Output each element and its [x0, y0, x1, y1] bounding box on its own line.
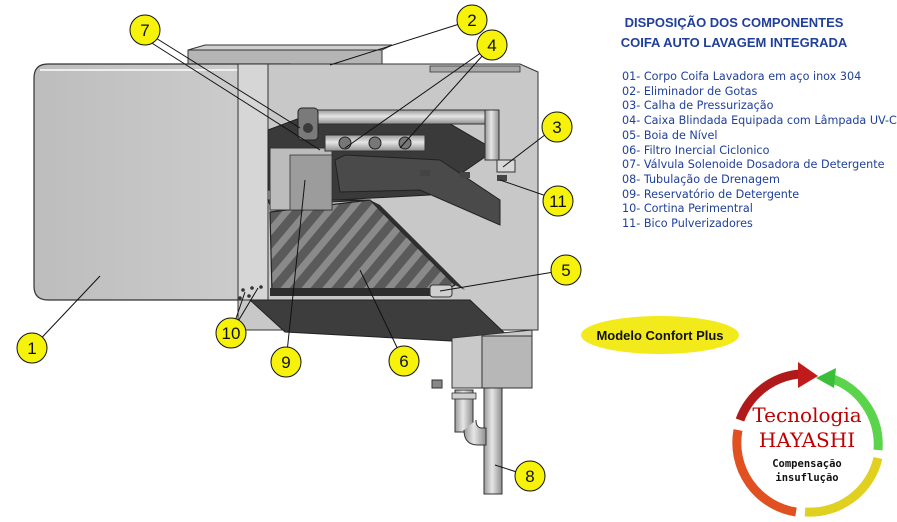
callout-11: 11 — [542, 185, 574, 217]
pressurization-gutter — [496, 159, 516, 173]
spray-nozzles — [420, 170, 507, 181]
callout-6: 6 — [388, 345, 420, 377]
brand-line2: HAYASHI — [758, 428, 856, 452]
svg-text:9: 9 — [281, 353, 290, 372]
svg-text:8: 8 — [525, 467, 534, 486]
callout-1: 1 — [16, 332, 48, 364]
callout-3: 3 — [541, 111, 573, 143]
legend-item: 04- Caixa Blindada Equipada com Lâmpada … — [622, 114, 897, 128]
callout-5: 5 — [550, 254, 582, 286]
legend-item: 02- Eliminador de Gotas — [622, 84, 758, 98]
callout-4: 4 — [476, 29, 508, 61]
callout-8: 8 — [514, 460, 546, 492]
brand-line1: Tecnologia — [752, 403, 862, 427]
legend-item: 06- Filtro Inercial Ciclonico — [622, 143, 770, 157]
drain-piping — [431, 329, 533, 495]
svg-text:6: 6 — [399, 352, 408, 371]
brand-line3: Compensação — [772, 458, 842, 470]
component-legend: 01- Corpo Coifa Lavadora em aço inox 304… — [622, 70, 897, 232]
svg-text:2: 2 — [467, 11, 476, 30]
svg-text:10: 10 — [222, 324, 241, 343]
cyclonic-filter — [269, 199, 465, 296]
callout-10: 10 — [215, 317, 247, 349]
legend-item: 08- Tubulação de Drenagem — [622, 172, 780, 186]
svg-text:3: 3 — [552, 118, 561, 137]
svg-text:7: 7 — [140, 21, 149, 40]
svg-text:4: 4 — [487, 36, 496, 55]
detergent-reservoir — [269, 147, 333, 211]
callout-2: 2 — [456, 4, 488, 36]
diagram-title-line1: DISPOSIÇÃO DOS COMPONENTES — [624, 15, 844, 30]
perimeter-curtain — [238, 285, 263, 300]
model-badge: Modelo Confort Plus — [581, 316, 739, 354]
uv-lamp-box — [324, 134, 426, 152]
legend-item: 07- Válvula Solenoide Dosadora de Deterg… — [622, 158, 885, 172]
diagram-title-line2: COIFA AUTO LAVAGEM INTEGRADA — [620, 35, 848, 50]
water-pipe — [297, 107, 500, 161]
legend-item: 09- Reservatório de Detergente — [622, 187, 800, 201]
brand-line4: insuflução — [775, 472, 839, 484]
svg-text:11: 11 — [549, 192, 567, 211]
brand-logo — [732, 362, 883, 517]
legend-item: 10- Cortina Perimentral — [622, 202, 753, 216]
legend-item: 11- Bico Pulverizadores — [622, 217, 753, 231]
svg-text:1: 1 — [27, 339, 36, 358]
svg-text:5: 5 — [561, 261, 570, 280]
legend-item: 05- Boia de Nível — [622, 128, 718, 142]
callout-9: 9 — [270, 346, 302, 378]
legend-item: 03- Calha de Pressurização — [622, 99, 774, 113]
leader-lines — [31, 19, 567, 477]
legend-item: 01- Corpo Coifa Lavadora em aço inox 304 — [622, 70, 862, 83]
callout-7: 7 — [129, 14, 161, 46]
